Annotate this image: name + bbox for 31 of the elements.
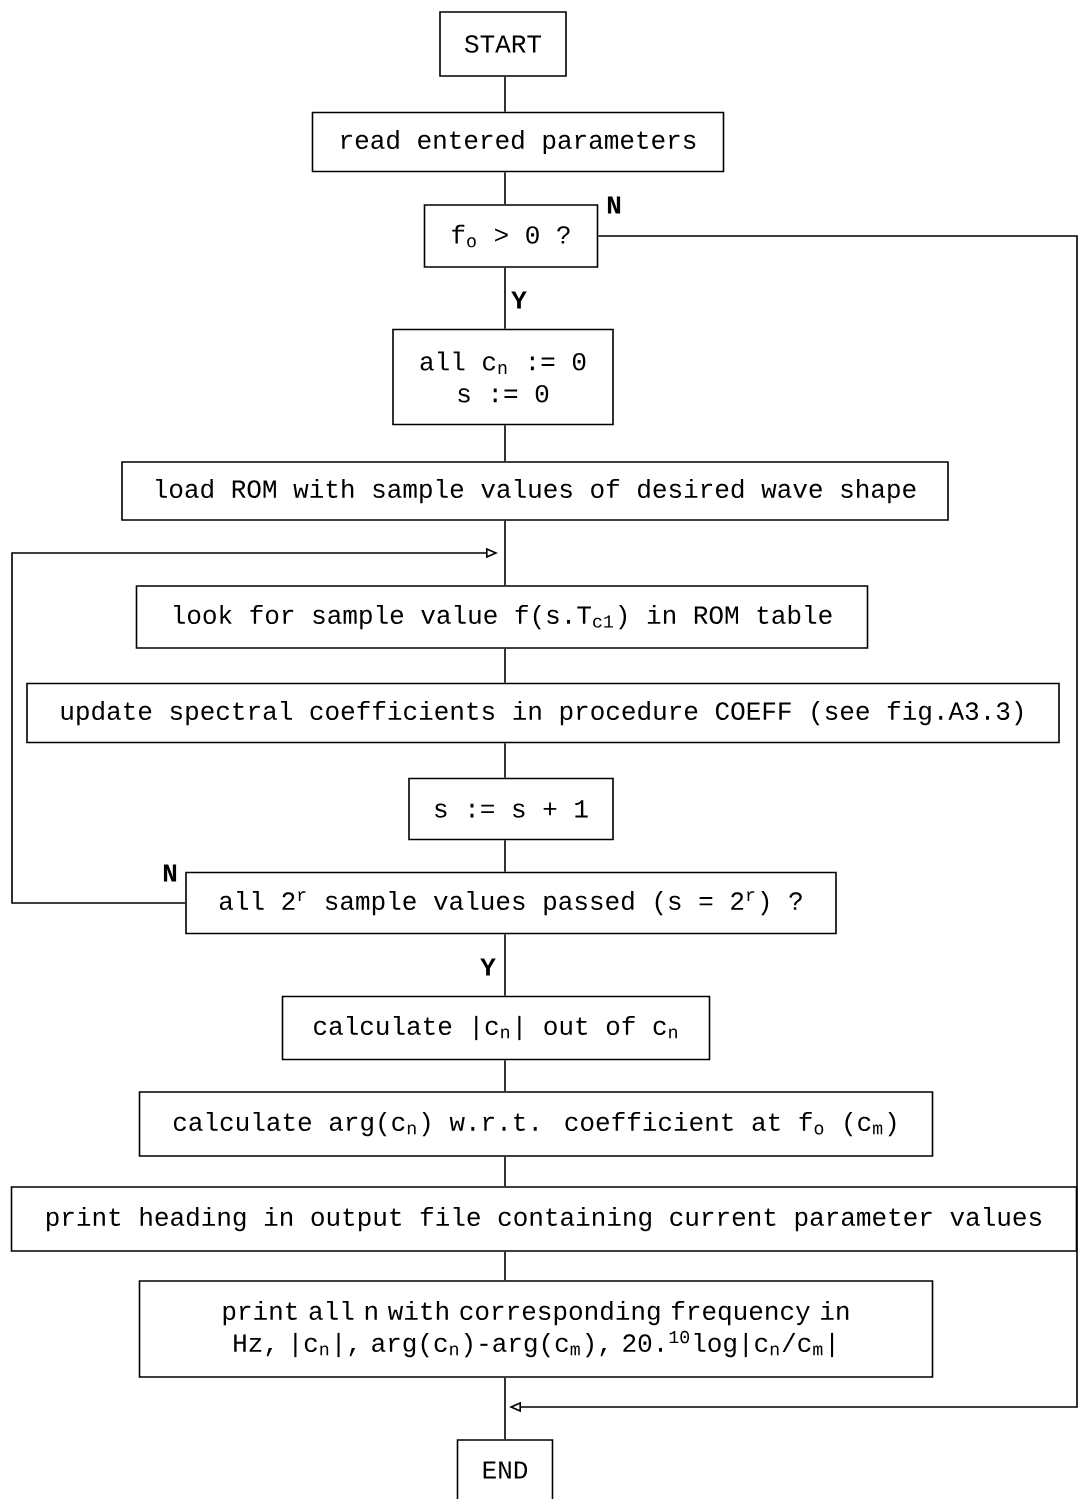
edge-label: Y	[509, 289, 529, 311]
connector-line	[504, 424, 506, 462]
connector-line	[504, 171, 506, 205]
connector-line	[504, 1251, 506, 1281]
process-box: load ROM with sample values of desired wave shape	[121, 461, 949, 521]
edge-label: Y	[478, 956, 498, 978]
process-box: read entered parameters	[311, 111, 725, 173]
connector-line	[504, 76, 506, 113]
decision-box: f$_{o}$ > 0 ?	[423, 204, 599, 268]
connector-line	[504, 742, 506, 779]
process-box: s := s + 1	[408, 777, 614, 841]
edge-label: N	[160, 862, 180, 884]
connector-line	[504, 1377, 506, 1440]
decision-box: all 2$^{r}$ sample values passed (s = 2$^{r}$) ?	[185, 871, 837, 935]
process-box: print heading in output file containing current parameter values	[10, 1186, 1078, 1252]
process-box: print all n with corresponding frequency in Hz, |c$_{n}$|, arg(c$_{n}$)-arg(c$_{m}$), 20.$^{10}$log|c$_{n}$/c$_{m}$|	[138, 1280, 934, 1378]
process-box: calculate |c$_{n}$| out of c$_{n}$	[281, 995, 711, 1061]
connector-line	[504, 933, 506, 997]
connector-line	[504, 648, 506, 684]
terminal-box: END	[456, 1439, 554, 1499]
terminal-box: START	[439, 11, 567, 77]
connector-line	[504, 1059, 506, 1092]
process-box: update spectral coefficients in procedure COEFF (see fig.A3.3)	[26, 682, 1060, 744]
connector-line	[504, 520, 506, 586]
connector-line	[504, 1156, 506, 1187]
process-box: look for sample value f(s.T$_{c1}$) in ROM table	[135, 585, 869, 649]
process-box: all c$_{n}$ := 0 s := 0	[392, 328, 614, 426]
edge-label: N	[604, 194, 624, 216]
connector-line	[504, 839, 506, 873]
process-box: calculate arg(c$_{n}$) w.r.t. coefficient at f$_{o}$ (c$_{m}$)	[138, 1091, 934, 1157]
connector-line	[504, 267, 506, 330]
